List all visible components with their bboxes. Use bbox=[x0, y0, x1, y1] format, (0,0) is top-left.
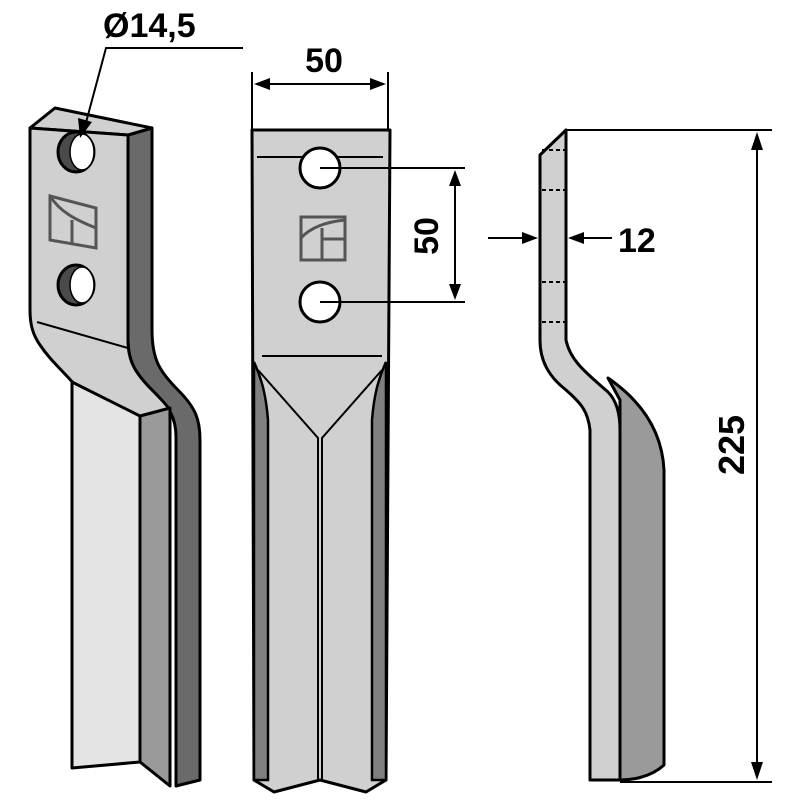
v-bevel-lines bbox=[257, 369, 383, 780]
arrow-down-icon bbox=[449, 284, 461, 300]
left-bevel-strip bbox=[252, 361, 270, 782]
brand-logo-icon bbox=[299, 215, 347, 262]
arrow-up-icon bbox=[751, 132, 763, 150]
arrow-left-icon bbox=[254, 78, 270, 90]
hole-spacing-label: 50 bbox=[408, 217, 446, 255]
arrow-down-icon bbox=[751, 762, 763, 780]
isometric-view: Ø14,5 bbox=[28, 7, 243, 788]
side-profile bbox=[538, 128, 622, 782]
mounting-hole-bottom bbox=[56, 263, 96, 307]
right-bevel-strip bbox=[370, 361, 388, 782]
arrow-up-icon bbox=[449, 170, 461, 186]
mounting-hole-top bbox=[56, 130, 96, 174]
hole-diameter-label: Ø14,5 bbox=[103, 7, 196, 45]
side-view: 12 225 bbox=[488, 128, 772, 783]
thickness-label: 12 bbox=[618, 222, 656, 260]
arrow-head-icon bbox=[78, 118, 92, 138]
front-view: 50 50 bbox=[250, 42, 465, 794]
fold-line bbox=[36, 321, 129, 349]
arrow-right-icon bbox=[370, 78, 386, 90]
length-label: 225 bbox=[711, 415, 752, 475]
arrow-left-icon bbox=[568, 232, 584, 244]
side-dark-face bbox=[606, 376, 666, 782]
blade-lower-face bbox=[70, 380, 142, 770]
brand-logo-icon bbox=[48, 194, 98, 250]
hole-diameter-leader bbox=[83, 47, 243, 131]
arrow-right-icon bbox=[522, 232, 538, 244]
blade-bevel-face bbox=[138, 406, 172, 788]
width-label: 50 bbox=[305, 42, 343, 80]
